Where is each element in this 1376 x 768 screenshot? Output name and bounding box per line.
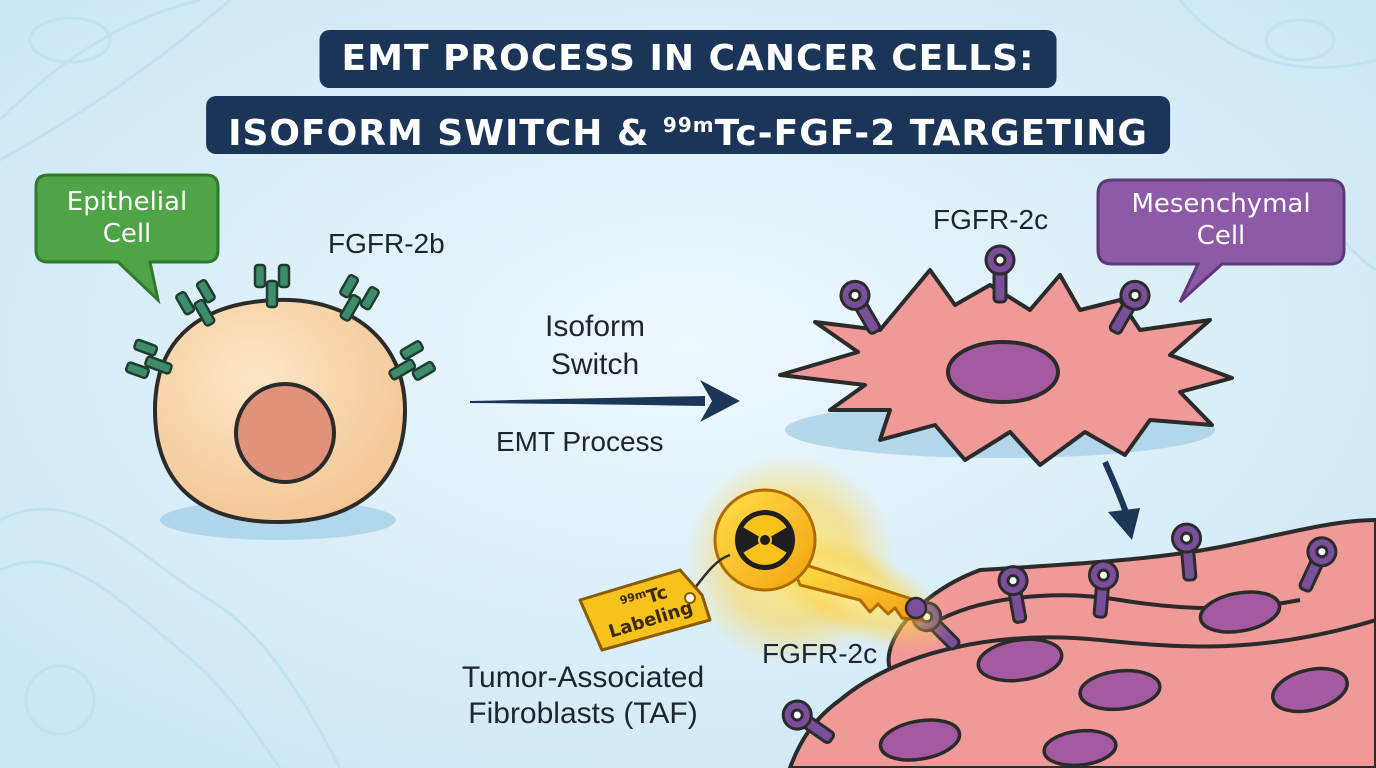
fgfr-2c-label-mesenchymal: FGFR-2c: [933, 204, 1049, 235]
fibroblast-nucleus: [1271, 666, 1349, 714]
epithelial-cell: [152, 297, 408, 540]
99mtc-fgf2-key: [685, 455, 952, 665]
mesenchymal-nucleus: [946, 340, 1060, 404]
title-line-1-text: EMT PROCESS IN CANCER CELLS:: [341, 38, 1035, 79]
fgfr-2b-receptor: [124, 338, 173, 380]
title-line-2-superscript: 99m: [662, 113, 715, 137]
epithelial-bubble-text: Epithelial Cell: [36, 186, 218, 250]
title-line-2-prefix: ISOFORM SWITCH &: [228, 113, 663, 154]
key-receptor-contact: [904, 596, 928, 620]
fibroblast-nucleus: [878, 718, 962, 762]
mesenchymal-bubble-text: Mesenchymal Cell: [1098, 188, 1344, 252]
fgfr-2c-receptor: [1087, 559, 1119, 619]
title-line-2: ISOFORM SWITCH & 99mTc-FGF-2 TARGETING: [206, 96, 1170, 154]
fgfr-2c-receptor: [1108, 279, 1151, 335]
mesenchymal-bubble-line2: Cell: [1196, 221, 1246, 251]
fgfr-2c-receptor: [839, 279, 882, 335]
radiation-icon: [743, 515, 787, 565]
fibroblast-nucleus: [1078, 668, 1162, 712]
fgfr-2c-receptor: [781, 699, 836, 744]
isoform-switch-arrow: [468, 380, 740, 422]
fibroblast-nucleus: [1198, 590, 1282, 634]
epithelial-bubble-line1: Epithelial: [66, 187, 188, 217]
fgfr-2c-receptor: [1298, 536, 1338, 593]
fibroblast-nucleus: [1042, 728, 1118, 768]
emt-process-label: EMT Process: [496, 426, 664, 457]
fgfr-2b-receptor: [388, 340, 436, 381]
99mtc-labeling-tag: [578, 553, 731, 652]
taf-label-line1: Tumor-Associated: [461, 661, 705, 694]
fgfr-2b-label: FGFR-2b: [328, 228, 445, 259]
fgfr-2c-receptor: [997, 565, 1029, 624]
fgfr-2b-receptors: [124, 263, 436, 381]
taf-arrow: [1102, 460, 1140, 540]
tag-body: [578, 568, 712, 652]
mesenchymal-bubble-line1: Mesenchymal: [1131, 189, 1311, 219]
isoform-switch-line2: Switch: [550, 348, 640, 381]
fgfr-2b-receptor: [175, 279, 216, 327]
epithelial-nucleus: [234, 382, 336, 484]
isoform-switch-line1: Isoform: [544, 310, 646, 343]
fgfr-2c-label-taf: FGFR-2c: [762, 638, 878, 669]
tag-superscript: 99m: [618, 586, 648, 608]
fgfr-2b-receptor: [339, 274, 380, 322]
epithelial-bubble-line2: Cell: [102, 219, 152, 249]
taf-label-line2: Fibroblasts (TAF): [468, 697, 698, 730]
tag-hole: [684, 592, 696, 604]
epithelial-speech-bubble: [34, 173, 220, 305]
title-line-1: EMT PROCESS IN CANCER CELLS:: [319, 30, 1057, 88]
fgfr-2b-receptor: [253, 263, 291, 309]
isoform-switch-label: Isoform Switch: [500, 308, 690, 384]
fgfr-2c-receptor: [1171, 522, 1203, 582]
mesenchymal-speech-bubble: [1096, 178, 1346, 304]
taf-label: Tumor-Associated Fibroblasts (TAF): [436, 660, 730, 732]
fgfr-2c-receptor: [984, 244, 1016, 304]
title-line-2-suffix: Tc-FGF-2 TARGETING: [714, 113, 1148, 154]
fibroblast-nucleus: [976, 637, 1064, 683]
fgfr-2c-receptors-mesenchymal: [839, 244, 1151, 335]
fibroblast-nuclei: [878, 590, 1349, 768]
